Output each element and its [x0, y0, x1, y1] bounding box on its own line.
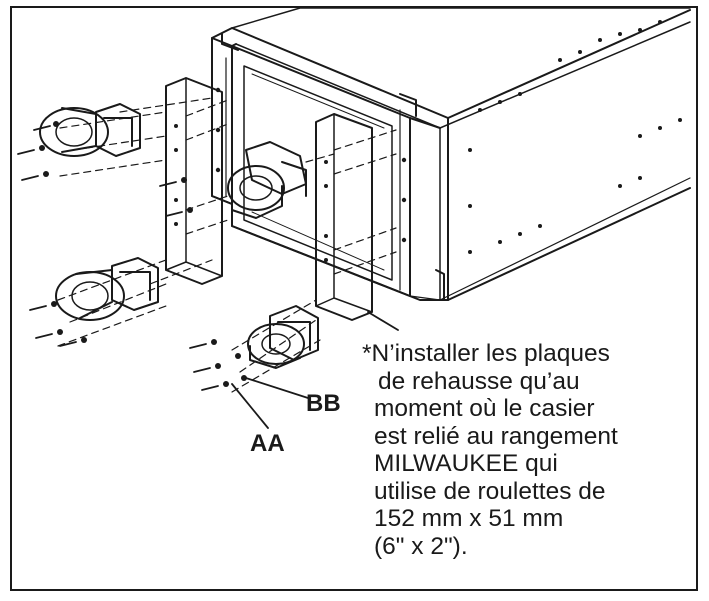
leader-lines	[231, 311, 399, 429]
note-line: 152 mm x 51 mm	[374, 505, 564, 532]
alignment-lines	[57, 97, 397, 393]
caster-top-left	[39, 103, 141, 157]
note-line: de rehausse qu’au	[378, 367, 580, 395]
label-aa: AA	[250, 430, 285, 457]
caster-front-right	[247, 305, 319, 369]
note-line: moment où le casier	[374, 395, 595, 422]
nuts	[39, 121, 247, 387]
caster-bottom-left	[55, 257, 159, 321]
riser-plate-right	[315, 113, 373, 321]
bolts	[17, 125, 219, 391]
cabinet-body	[211, 7, 691, 301]
note-line: *N’installer les plaques	[362, 340, 610, 367]
riser-plate-left	[165, 77, 223, 285]
note-line: utilise de roulettes de	[374, 477, 606, 505]
note-line: est relié au rangement	[374, 422, 618, 450]
installation-note: *N’installer les plaques de rehausse qu’…	[362, 340, 618, 560]
caster-middle	[227, 141, 307, 219]
note-line: (6" x 2").	[374, 532, 468, 560]
label-bb: BB	[306, 390, 341, 417]
note-line: MILWAUKEE qui	[374, 450, 558, 477]
